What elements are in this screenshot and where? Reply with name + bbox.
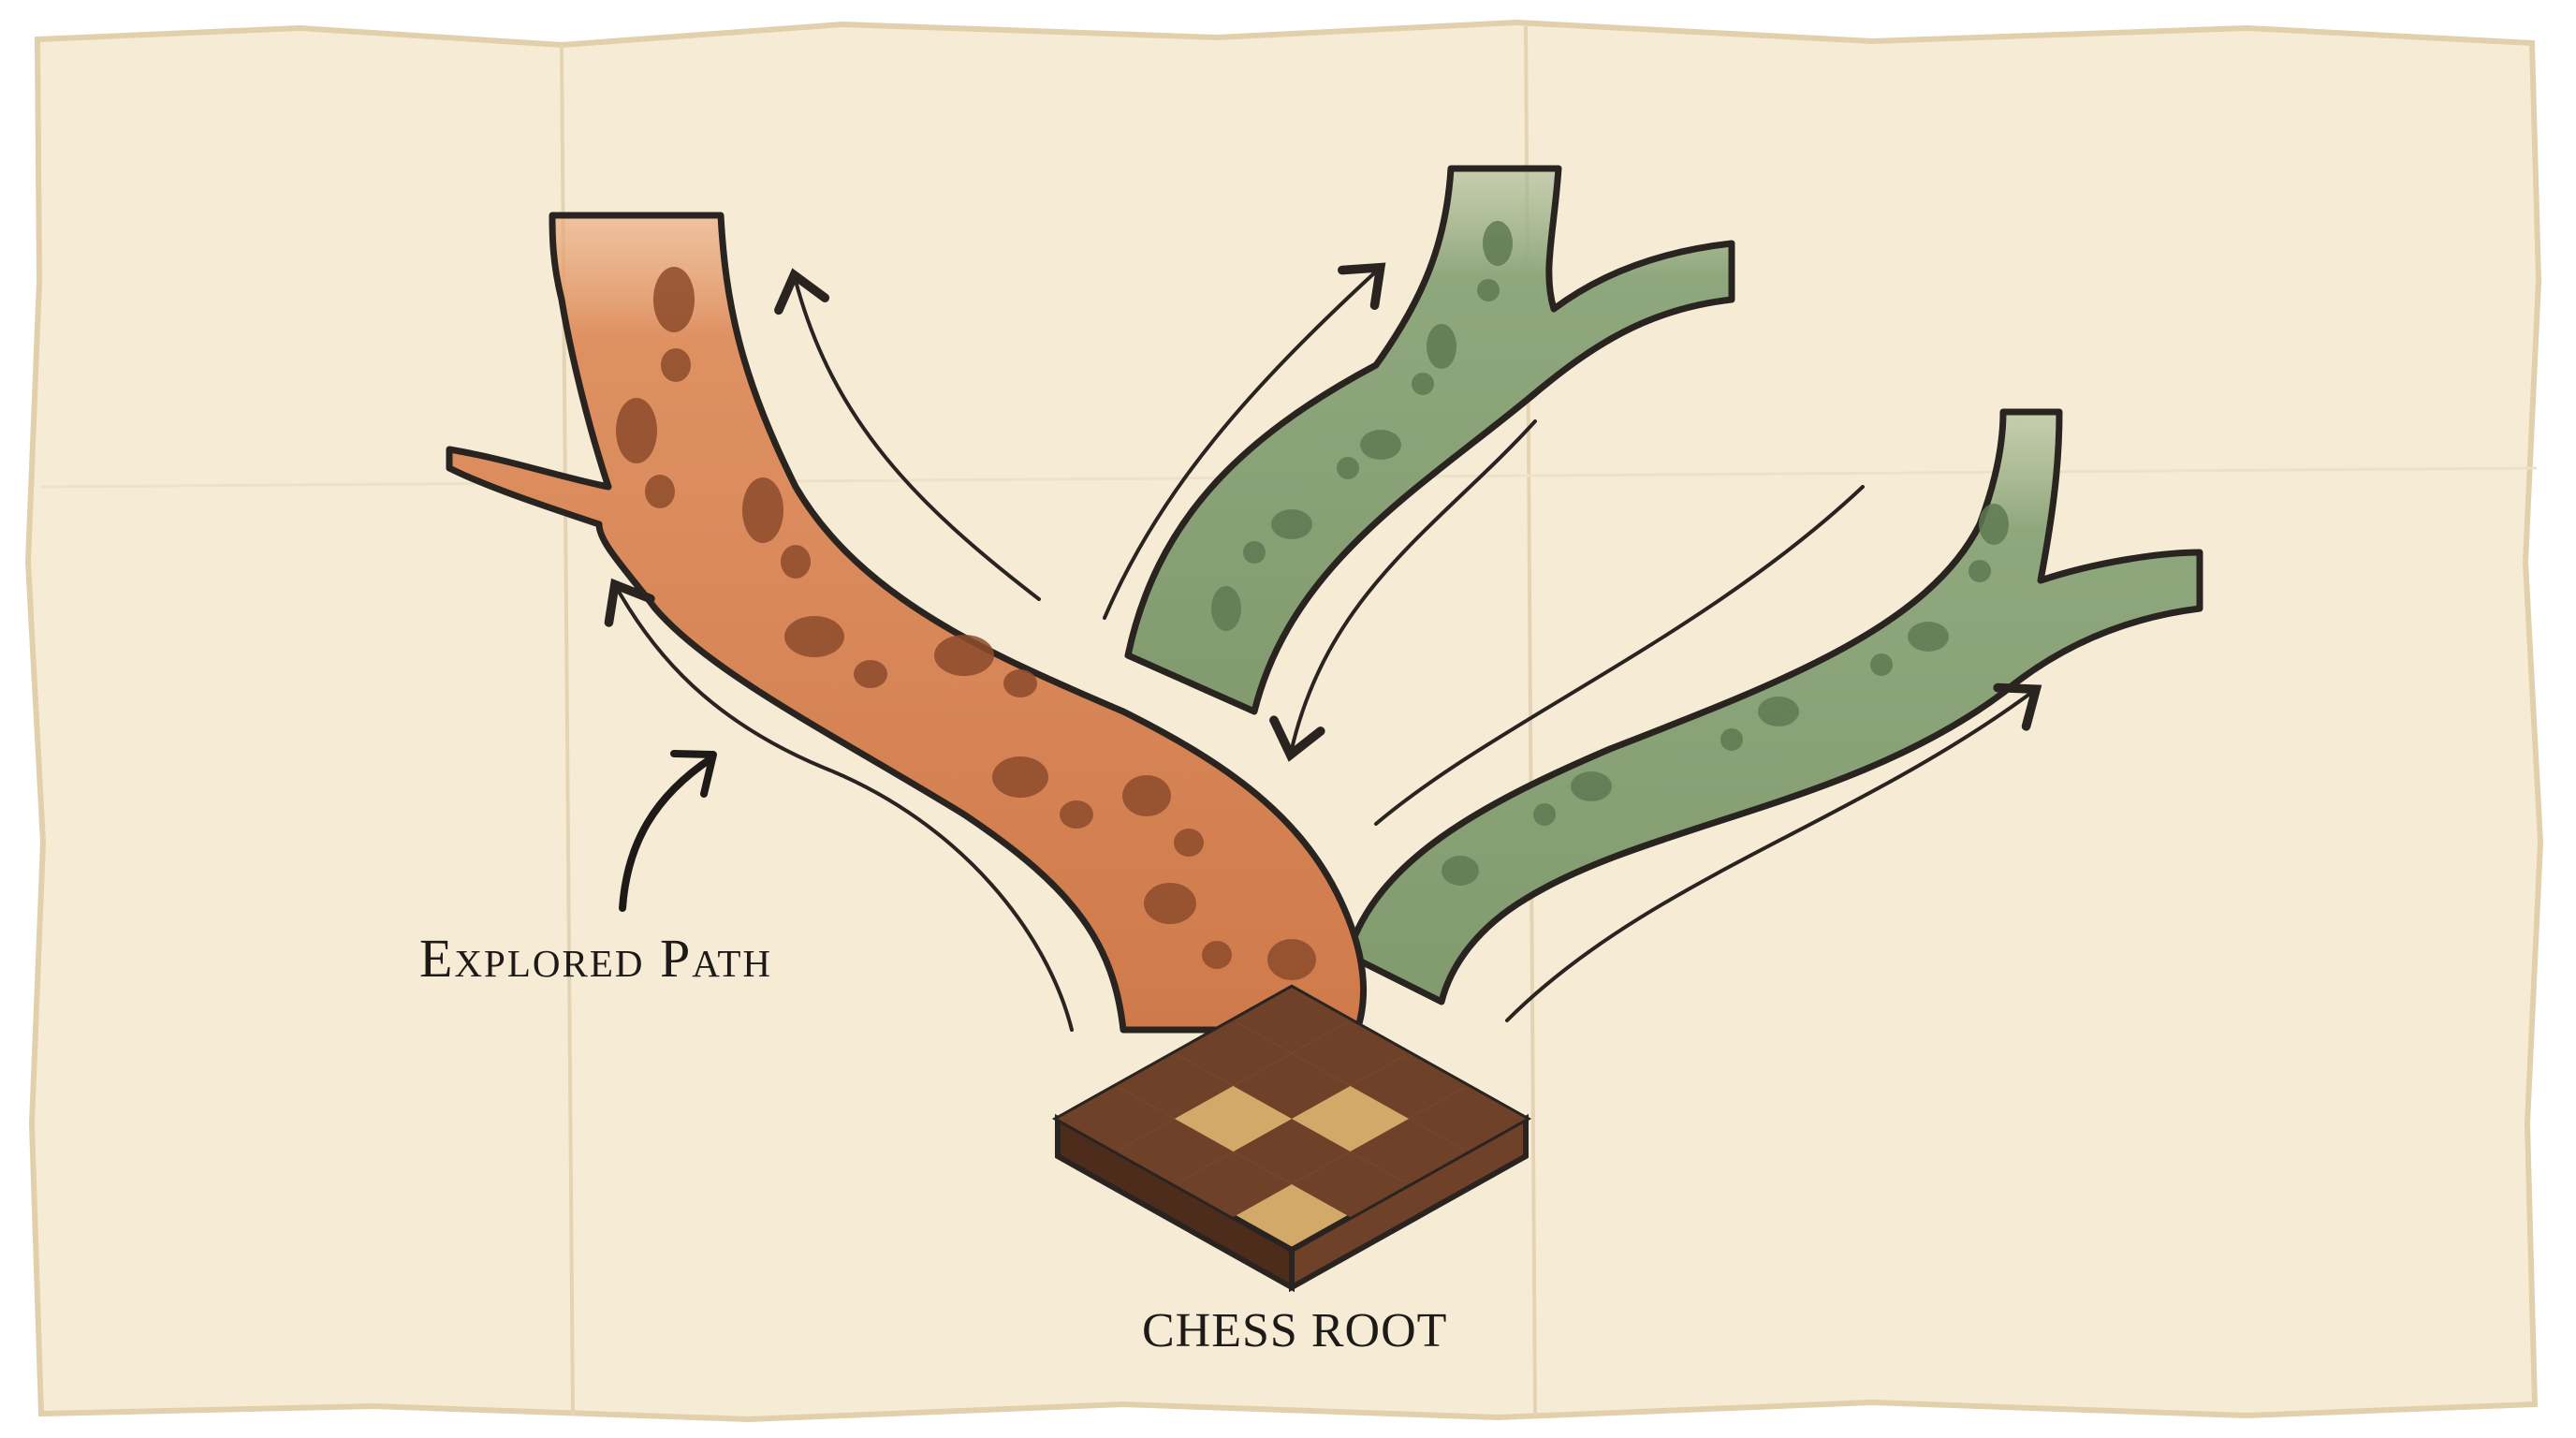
arrow-icon	[1505, 682, 2042, 1022]
arrow-icon	[1103, 262, 1386, 620]
unexplored-branch-upper	[1124, 165, 1735, 715]
arrow-icon	[1269, 419, 1537, 762]
footprint-icon	[653, 267, 695, 382]
chessboard-icon	[1051, 984, 1532, 1293]
arrow-icon	[670, 750, 717, 798]
footprint-trail-unexplored	[1211, 221, 2009, 886]
explored-path-pointer-arrow	[619, 755, 715, 912]
chessboard-dark-squares	[1058, 988, 1526, 1217]
footprint-icon	[1211, 586, 1241, 631]
footprint-icon	[1720, 697, 1799, 751]
footprint-icon	[1267, 939, 1316, 980]
footprint-trail-explored	[616, 267, 1316, 980]
footprint-icon	[616, 398, 675, 508]
footprint-icon	[1442, 856, 1479, 886]
footprint-icon	[992, 756, 1093, 829]
footprint-icon	[1412, 324, 1456, 395]
arrow-icon	[1374, 485, 1865, 826]
explored-branch	[446, 212, 1368, 1034]
explored-path-label: Explored Path	[419, 928, 772, 989]
chess-root-label: CHESS ROOT	[1142, 1304, 1448, 1357]
footprint-icon	[934, 635, 1037, 697]
arrow-icon	[604, 578, 1074, 1032]
footprint-icon	[1870, 622, 1949, 676]
footprint-icon	[1122, 775, 1204, 857]
footprint-icon	[1144, 883, 1232, 969]
footprint-icon	[784, 616, 887, 688]
arrow-icon	[774, 268, 1041, 601]
footprint-icon	[1477, 221, 1513, 301]
direction-arrows	[604, 262, 2042, 1032]
footprint-icon	[742, 477, 811, 579]
footprint-icon	[1969, 504, 2009, 582]
footprint-icon	[1337, 430, 1401, 479]
footprint-icon	[1243, 509, 1312, 564]
footprint-icon	[1533, 771, 1612, 826]
